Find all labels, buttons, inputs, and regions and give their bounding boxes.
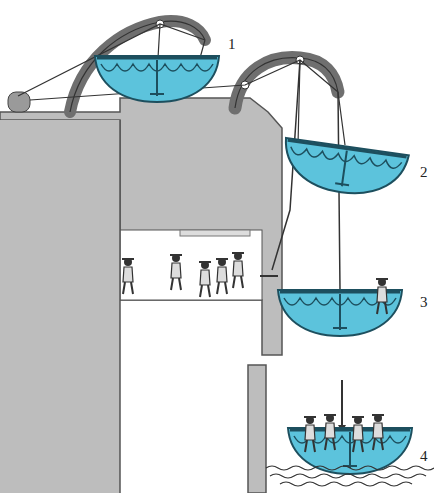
lifeboat	[280, 138, 409, 201]
gangway	[260, 275, 278, 277]
lifeboat	[95, 56, 219, 102]
callout-number: 4	[420, 448, 428, 465]
ship-hull	[0, 120, 120, 493]
cable	[158, 24, 205, 58]
lower-hull	[248, 365, 266, 493]
callout-number: 1	[228, 36, 236, 53]
callout-number: 3	[420, 294, 428, 311]
passengers	[122, 252, 388, 452]
cable	[341, 380, 343, 425]
deck-room	[120, 230, 262, 300]
callout-number: 2	[420, 164, 428, 181]
deck-lamp	[180, 230, 250, 236]
water	[266, 466, 434, 486]
hull-edge	[119, 120, 121, 493]
